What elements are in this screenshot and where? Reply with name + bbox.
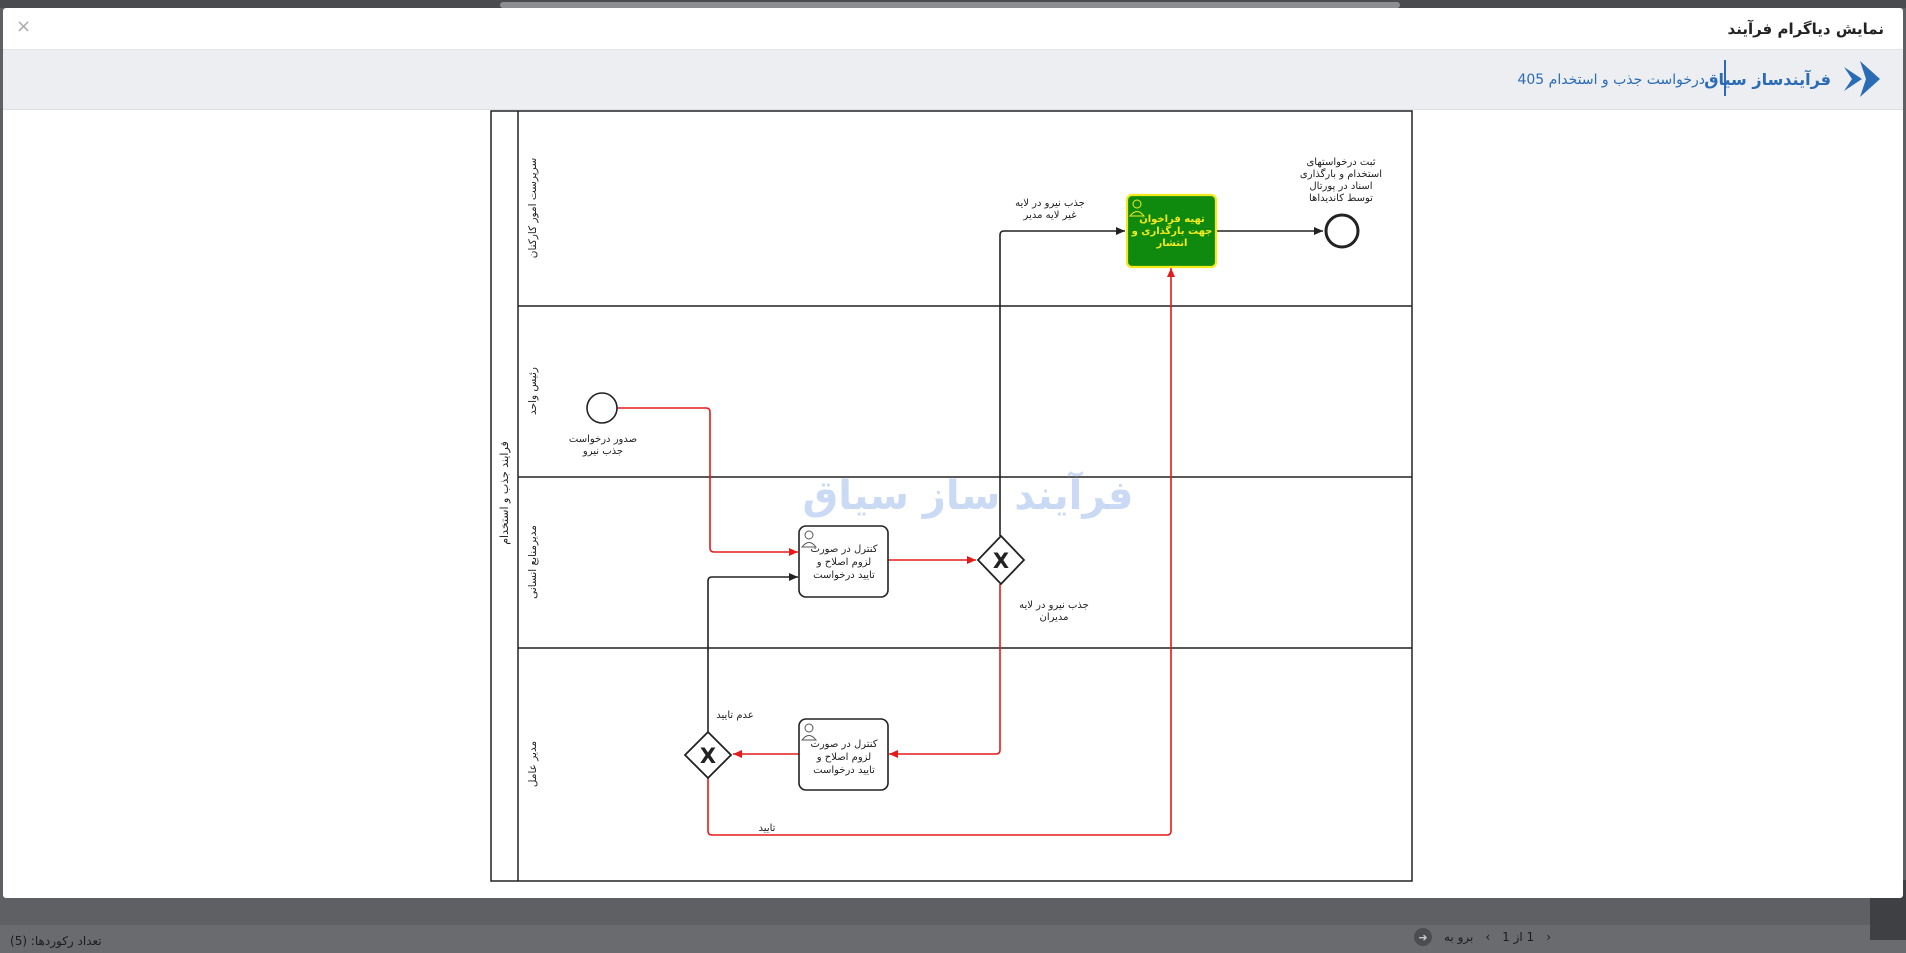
- brand-bar: فرآیندساز سیاق درخواست جذب و استخدام 405: [3, 50, 1903, 110]
- task-publish-call[interactable]: تهیه فراخوان جهت بارگذاری و انتشار: [1125, 193, 1218, 269]
- sequence-flows: [617, 227, 1323, 836]
- lane-label-staff-supervisor: سرپرست امور کارکنان: [527, 158, 539, 258]
- lane-label-unit-head: رئیس واحد: [527, 367, 539, 415]
- pager-goto-label: برو به: [1443, 930, 1474, 944]
- end-event-label-3: اسناد در پورتال: [1309, 181, 1372, 192]
- flow-non-manager-label-2: غیر لایه مدیر: [1023, 210, 1077, 221]
- pool: فرایند جذب و استخدام: [490, 110, 1413, 882]
- user-task-icon: [800, 723, 818, 741]
- brand-divider: [1724, 60, 1726, 96]
- gateway-ceo-symbol: X: [700, 744, 716, 768]
- task-ceo-review[interactable]: کنترل در صورت لزوم اصلاح و تایید درخواست: [798, 718, 889, 791]
- task-publish-line-3: انتشار: [1156, 238, 1188, 249]
- end-event-label-4: توسط کاندیداها: [1309, 193, 1373, 204]
- pool-label: فرایند جذب و استخدام: [498, 441, 511, 545]
- flow-reject-to-hr-task: [707, 573, 798, 732]
- flow-approve-label: تایید: [759, 823, 776, 834]
- brand-name: فرآیندساز سیاق: [1704, 70, 1831, 89]
- process-title: درخواست جذب و استخدام 405: [1517, 72, 1705, 88]
- bpmn-diagram: فرایند جذب و استخدام سرپرست امور کارکنان…: [490, 110, 1413, 882]
- gateway-hr[interactable]: X: [976, 534, 1026, 586]
- flow-manager-label-2: مدیران: [1039, 612, 1068, 623]
- task-hr-line-2: لزوم اصلاح و: [816, 557, 871, 568]
- flow-gateway-to-ceo-task: [889, 584, 1001, 758]
- end-event-label-1: ثبت درخواستهای: [1306, 157, 1375, 168]
- task-ceo-line-3: تایید درخواست: [813, 765, 875, 776]
- task-publish-line-2: جهت بارگذاری و: [1131, 224, 1213, 237]
- process-diagram-modal: نمایش دیاگرام فرآیند × فرآیندساز سیاق در…: [3, 8, 1903, 898]
- watermark: فرآیند ساز سیاق: [803, 470, 1134, 519]
- pager-of: 1 از 1: [1502, 930, 1535, 944]
- close-icon[interactable]: ×: [16, 16, 32, 37]
- flow-reject-label: عدم تایید: [716, 710, 753, 721]
- siyagh-logo-icon: [1844, 61, 1880, 97]
- pager-prev-icon[interactable]: ›: [1485, 930, 1491, 944]
- background-scrollbar: [500, 2, 1400, 8]
- diagram-canvas: فرایند جذب و استخدام سرپرست امور کارکنان…: [3, 109, 1903, 898]
- start-event-label-1: صدور درخواست: [569, 434, 637, 445]
- end-event[interactable]: [1324, 213, 1360, 249]
- task-hr-line-1: کنترل در صورت: [810, 544, 877, 555]
- pager-go-icon[interactable]: ➜: [1413, 928, 1432, 946]
- modal-title: نمایش دیاگرام فرآیند: [1727, 20, 1884, 38]
- user-task-icon: [800, 530, 818, 548]
- user-task-icon: [1128, 199, 1146, 217]
- modal-header: نمایش دیاگرام فرآیند ×: [3, 8, 1903, 50]
- end-event-label-2: استخدام و بارگذاری: [1300, 168, 1382, 180]
- lane-label-hr-manager: مدیرمنابع انسانی: [527, 525, 539, 599]
- record-count: تعداد رکوردها: (5): [10, 934, 102, 948]
- lane-labels: سرپرست امور کارکنان رئیس واحد مدیرمنابع …: [527, 158, 539, 787]
- pager: ‹ 1 از 1 › برو به ➜: [1413, 928, 1551, 946]
- task-publish-line-1: تهیه فراخوان: [1139, 214, 1205, 225]
- start-event-label-2: جذب نیرو: [582, 446, 623, 457]
- flow-start-to-hr-task: [617, 407, 798, 556]
- flow-non-manager-label-1: جذب نیرو در لایه: [1015, 198, 1085, 209]
- task-ceo-line-2: لزوم اصلاح و: [816, 752, 871, 763]
- task-ceo-line-1: کنترل در صورت: [810, 739, 877, 750]
- flow-manager-label-1: جذب نیرو در لایه: [1019, 600, 1089, 611]
- background-footer: [0, 925, 1906, 953]
- gateway-hr-symbol: X: [993, 549, 1009, 573]
- task-hr-review[interactable]: کنترل در صورت لزوم اصلاح و تایید درخواست: [798, 525, 889, 598]
- task-hr-line-3: تایید درخواست: [813, 570, 875, 581]
- start-event[interactable]: [586, 392, 618, 424]
- pager-next-icon[interactable]: ‹: [1546, 930, 1551, 944]
- gateway-ceo[interactable]: X: [683, 730, 733, 780]
- flow-approve-to-publish: [707, 268, 1175, 836]
- flow-gateway-to-publish: [999, 227, 1125, 536]
- lane-label-ceo: مدیر عامل: [527, 741, 539, 787]
